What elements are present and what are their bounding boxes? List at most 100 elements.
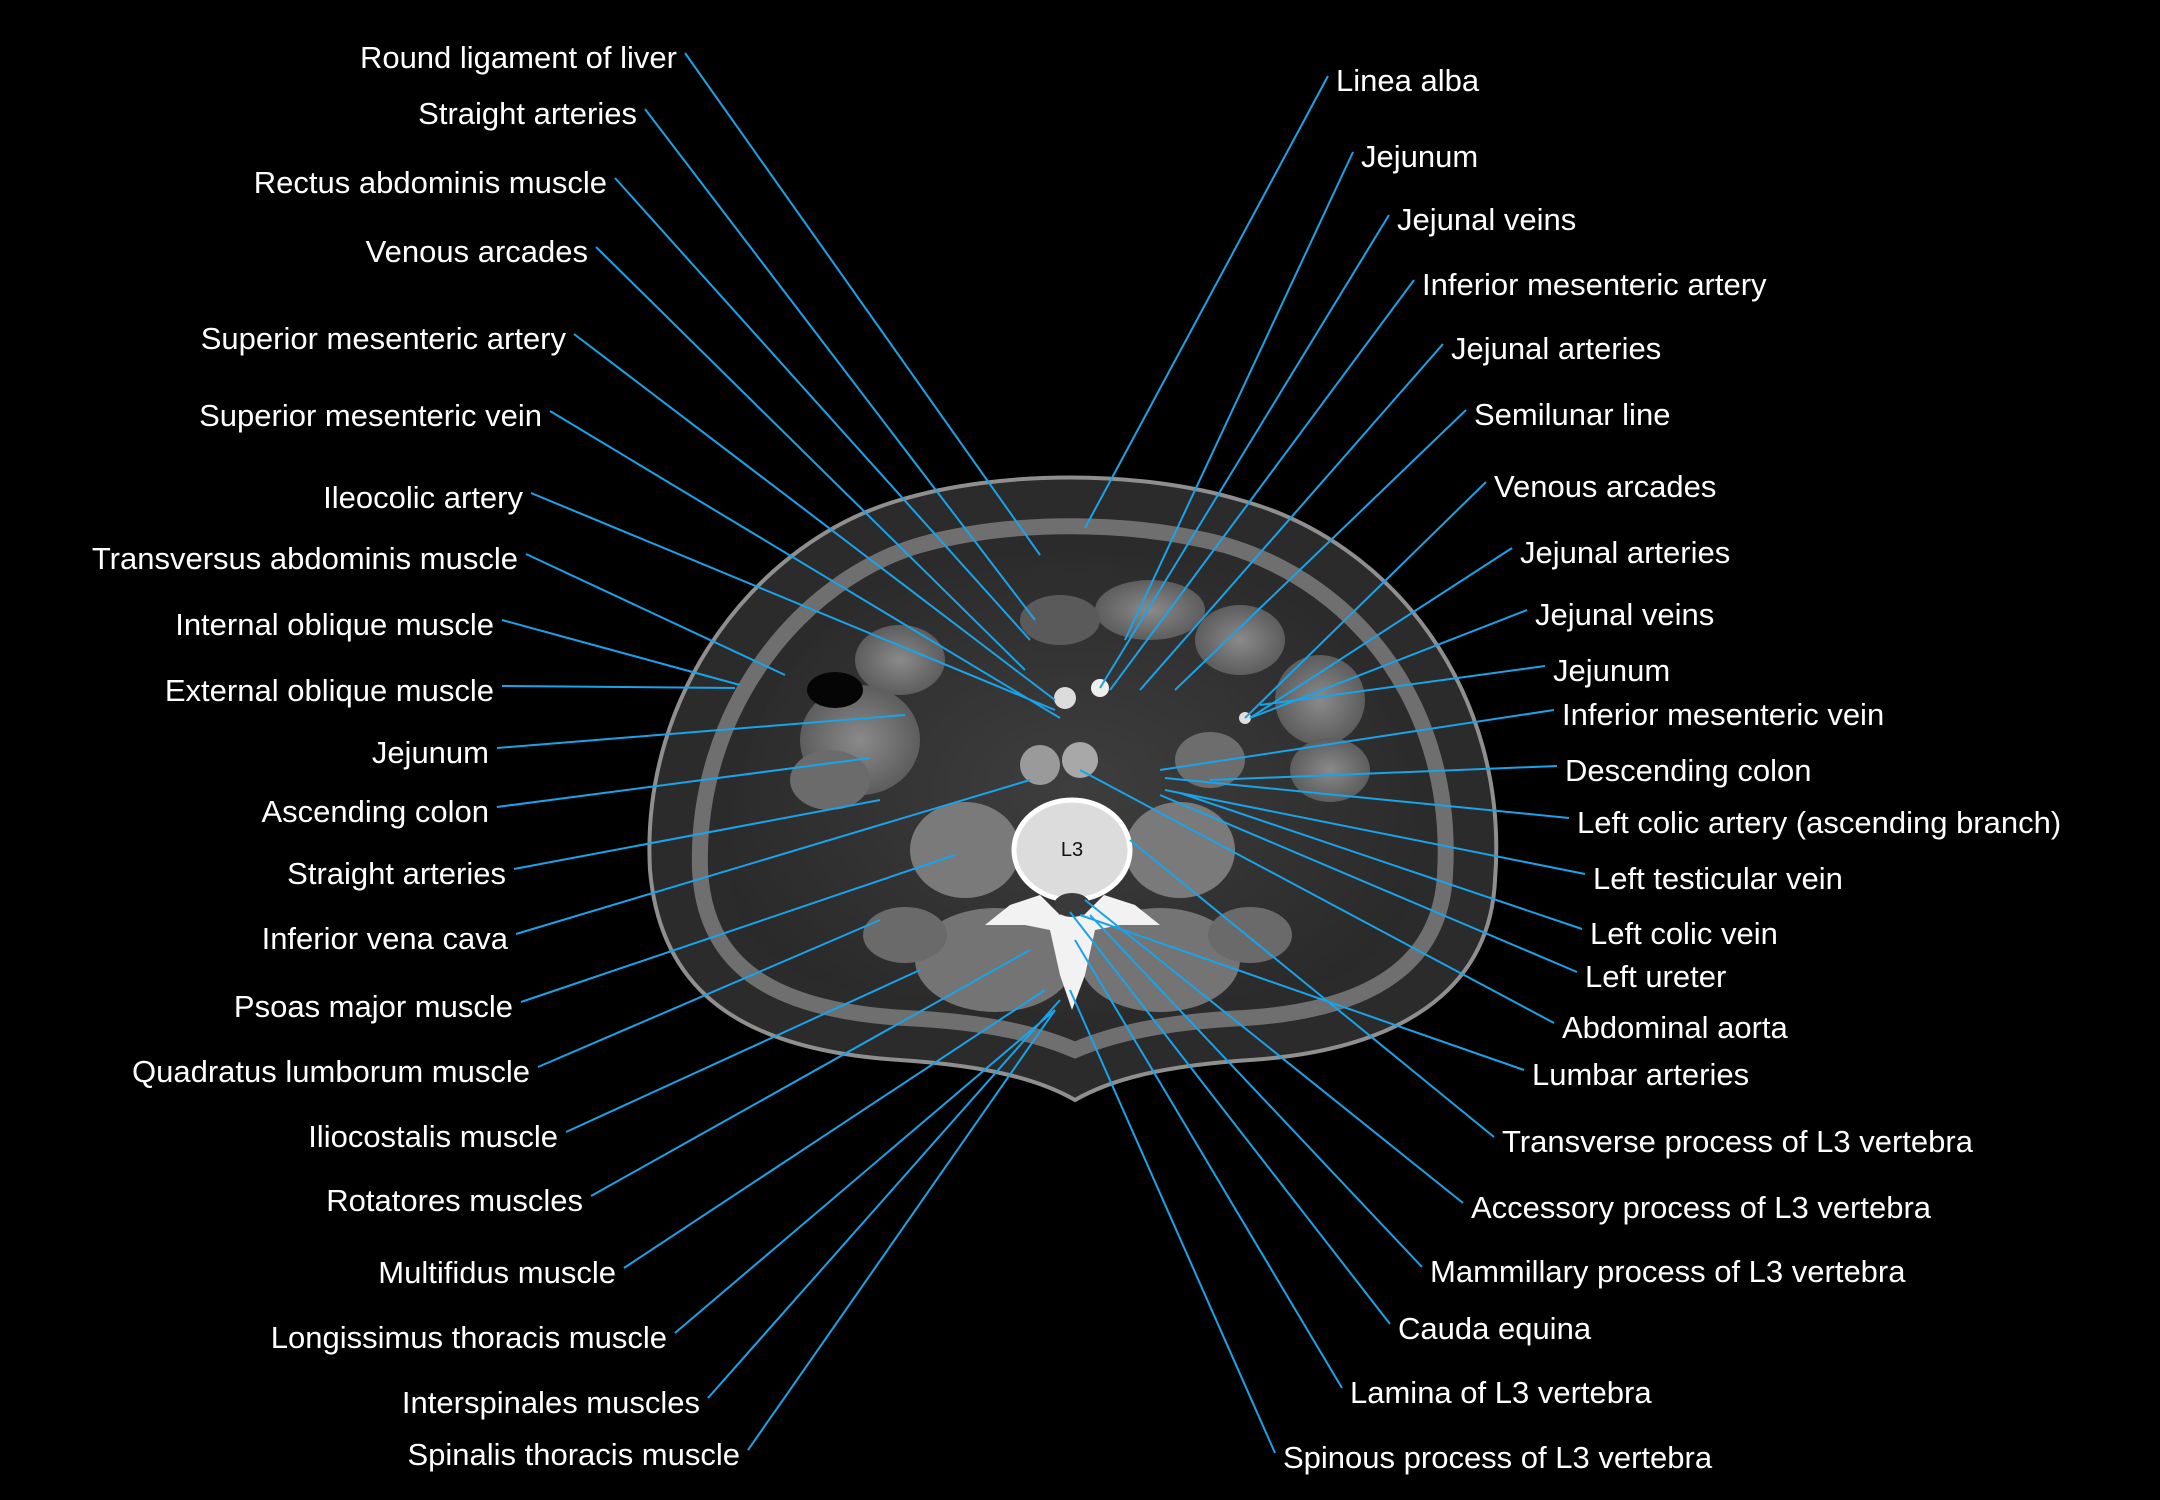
left-leader-line-16 <box>537 919 881 1068</box>
left-label-12: Ascending colon <box>262 794 490 829</box>
left-label-15: Psoas major muscle <box>234 989 513 1024</box>
left-label-11: Jejunum <box>372 735 489 770</box>
right-label-24: Spinous process of L3 vertebra <box>1283 1440 1713 1475</box>
psoas-left-shape <box>1125 802 1235 898</box>
right-label-22: Cauda equina <box>1398 1311 1592 1346</box>
right-label-9: Jejunal veins <box>1535 597 1714 632</box>
left-leader-line-20 <box>674 1009 1056 1334</box>
posterior-arch-shape <box>985 895 1160 1010</box>
left-leader-line-2 <box>644 108 1036 621</box>
left-label-19: Multifidus muscle <box>378 1255 616 1290</box>
inferior-vena-cava-shape <box>1020 745 1060 785</box>
left-label-8: Transversus abdominis muscle <box>92 541 518 576</box>
left-leader-line-17 <box>565 969 921 1133</box>
left-leader-line-8 <box>525 553 786 676</box>
left-leader-line-3 <box>614 177 1031 641</box>
left-leader-line-22 <box>747 1009 1056 1451</box>
right-leader-line-8 <box>1249 547 1513 719</box>
right-label-10: Jejunum <box>1553 653 1670 688</box>
paraspinal-right-shape <box>915 908 1075 1012</box>
right-leader-line-19 <box>1129 839 1495 1138</box>
left-label-3: Rectus abdominis muscle <box>254 165 607 200</box>
right-leader-line-5 <box>1139 343 1444 691</box>
left-leader-line-13 <box>513 799 881 870</box>
right-leader-line-16 <box>1159 794 1578 973</box>
left-label-10: External oblique muscle <box>165 673 494 708</box>
superior-mesenteric-vein-shape <box>1054 687 1076 709</box>
right-label-8: Jejunal arteries <box>1520 535 1730 570</box>
right-label-16: Left ureter <box>1585 959 1726 994</box>
left-leader-line-5 <box>573 333 1056 701</box>
right-label-4: Inferior mesenteric artery <box>1422 267 1767 302</box>
right-label-7: Venous arcades <box>1494 469 1716 504</box>
left-label-1: Round ligament of liver <box>360 40 677 75</box>
left-label-4: Venous arcades <box>366 234 588 269</box>
psoas-right-shape <box>910 802 1020 898</box>
right-leader-line-22 <box>1069 911 1391 1325</box>
right-label-13: Left colic artery (ascending branch) <box>1577 805 2061 840</box>
left-label-16: Quadratus lumborum muscle <box>132 1054 530 1089</box>
right-leader-line-18 <box>1079 914 1525 1071</box>
right-label-11: Inferior mesenteric vein <box>1562 697 1884 732</box>
right-leader-line-13 <box>1164 777 1570 819</box>
right-leader-line-11 <box>1159 709 1555 771</box>
left-leader-line-12 <box>496 757 871 808</box>
ct-slice-image: L3 <box>647 475 1499 1103</box>
left-label-21: Interspinales muscles <box>402 1385 700 1420</box>
right-leader-line-7 <box>1244 481 1487 719</box>
right-label-3: Jejunal veins <box>1397 202 1576 237</box>
right-leader-line-21 <box>1089 914 1423 1268</box>
right-leader-line-23 <box>1074 939 1343 1389</box>
right-label-5: Jejunal arteries <box>1451 331 1661 366</box>
left-label-18: Rotatores muscles <box>326 1183 583 1218</box>
spinal-canal-shape <box>1054 893 1090 917</box>
left-label-13: Straight arteries <box>287 856 506 891</box>
vertebra-label: L3 <box>1061 839 1083 861</box>
right-leader-line-1 <box>1084 75 1329 529</box>
right-label-12: Descending colon <box>1565 753 1811 788</box>
right-label-19: Transverse process of L3 vertebra <box>1502 1124 1974 1159</box>
right-leader-line-20 <box>1084 899 1464 1204</box>
right-leader-line-6 <box>1174 409 1467 691</box>
abdominal-aorta-shape <box>1062 742 1098 778</box>
left-label-2: Straight arteries <box>418 96 637 131</box>
left-leader-line-10 <box>501 685 736 689</box>
left-leader-line-18 <box>590 949 1031 1197</box>
left-leader-line-1 <box>684 52 1041 556</box>
right-label-21: Mammillary process of L3 vertebra <box>1430 1254 1906 1289</box>
gas-bubble <box>807 672 863 708</box>
left-leader-line-7 <box>530 492 1056 711</box>
right-label-6: Semilunar line <box>1474 397 1670 432</box>
left-label-7: Ileocolic artery <box>323 480 523 515</box>
right-label-2: Jejunum <box>1361 139 1478 174</box>
abdominal-wall <box>691 518 1454 1059</box>
right-leader-line-24 <box>1069 989 1276 1454</box>
right-leader-line-12 <box>1209 765 1558 781</box>
right-leader-line-14 <box>1164 789 1586 875</box>
left-leader-line-6 <box>549 410 1061 719</box>
left-leader-line-19 <box>623 989 1046 1269</box>
right-leader-line-2 <box>1124 151 1354 641</box>
left-label-14: Inferior vena cava <box>262 921 509 956</box>
left-leader-line-21 <box>707 999 1061 1399</box>
right-leader-line-10 <box>1259 665 1546 706</box>
left-leader-line-9 <box>501 619 741 686</box>
right-leader-line-3 <box>1099 214 1390 689</box>
right-label-15: Left colic vein <box>1590 916 1778 951</box>
right-label-14: Left testicular vein <box>1593 861 1843 896</box>
right-label-17: Abdominal aorta <box>1562 1010 1789 1045</box>
left-label-17: Iliocostalis muscle <box>308 1119 558 1154</box>
left-label-20: Longissimus thoracis muscle <box>271 1320 667 1355</box>
left-label-5: Superior mesenteric artery <box>201 321 567 356</box>
left-label-6: Superior mesenteric vein <box>199 398 542 433</box>
left-leader-line-15 <box>520 854 956 1003</box>
right-leader-line-17 <box>1079 769 1555 1024</box>
right-label-20: Accessory process of L3 vertebra <box>1471 1190 1932 1225</box>
left-label-9: Internal oblique muscle <box>175 607 494 642</box>
right-label-23: Lamina of L3 vertebra <box>1350 1375 1652 1410</box>
leader-lines <box>496 52 1586 1454</box>
left-leader-line-11 <box>496 714 906 749</box>
